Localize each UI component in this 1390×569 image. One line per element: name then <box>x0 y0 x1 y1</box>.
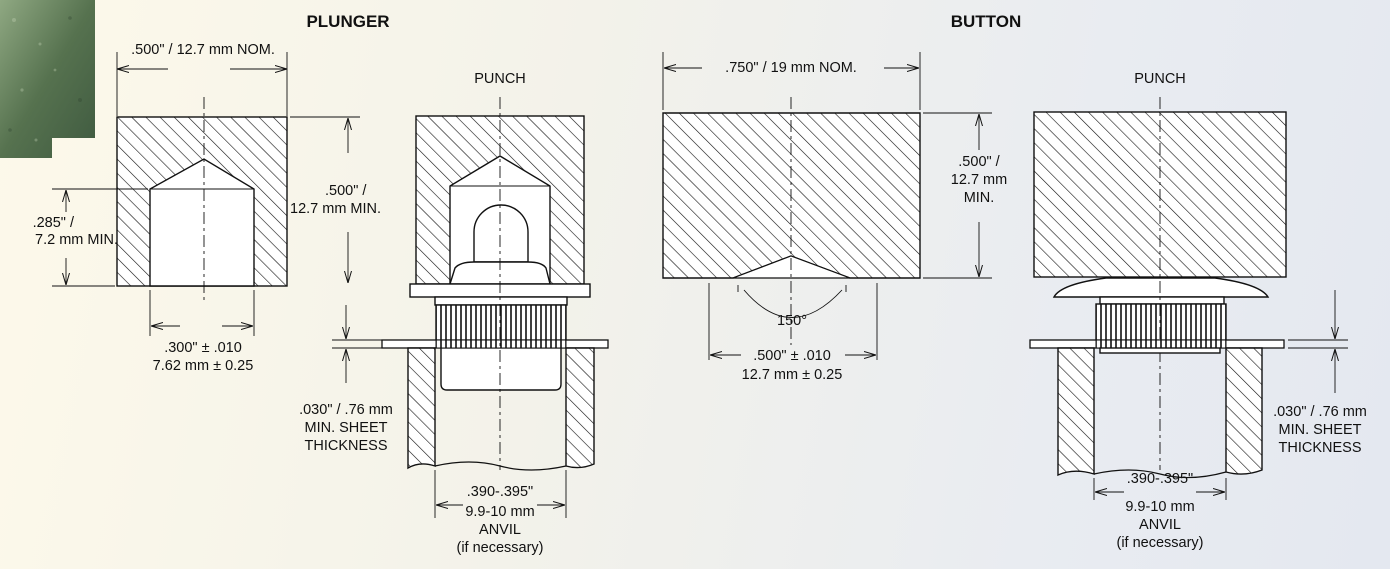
button-sheet-line3: THICKNESS <box>1279 440 1362 456</box>
texture-speckle <box>8 16 82 142</box>
button-block <box>662 112 921 279</box>
button-anvil-line3: ANVIL <box>1139 517 1181 533</box>
plunger-cavity-depth-line1: .285" / <box>33 215 75 231</box>
plunger-section: PLUNGER .500" / 12.7 mm NOM. .285" / 7.2… <box>33 12 609 556</box>
angle-arc <box>743 289 843 318</box>
button-height-min-line1: .500" / <box>958 154 1000 170</box>
button-title: BUTTON <box>951 12 1022 31</box>
plunger-height-min-line2: 12.7 mm MIN. <box>290 201 381 217</box>
button-punch-label: PUNCH <box>1134 71 1186 87</box>
texture-corner-image <box>0 0 95 158</box>
plunger-punch-label: PUNCH <box>474 71 526 87</box>
button-anvil-line1: .390-.395" <box>1127 471 1193 487</box>
plunger-block <box>116 116 288 287</box>
plunger-nom-width-label: .500" / 12.7 mm NOM. <box>131 42 275 58</box>
button-recess-width-line1: .500" ± .010 <box>753 348 831 364</box>
plunger-cavity-depth-line2: 7.2 mm MIN. <box>35 232 118 248</box>
button-anvil-line2: 9.9-10 mm <box>1125 499 1194 515</box>
plunger-sheet-line2: MIN. SHEET <box>305 420 388 436</box>
button-recess-width-line2: 12.7 mm ± 0.25 <box>742 367 843 383</box>
plunger-anvil <box>407 347 595 471</box>
button-height-min-line3: MIN. <box>964 190 995 206</box>
plunger-sheet-line1: .030" / .76 mm <box>299 402 393 418</box>
plunger-title: PLUNGER <box>306 12 389 31</box>
plunger-sheet-line3: THICKNESS <box>305 438 388 454</box>
plunger-anvil-line2: 9.9-10 mm <box>465 504 534 520</box>
button-angle-label: 150° <box>777 313 807 329</box>
plunger-anvil-line4: (if necessary) <box>456 540 543 556</box>
button-fastener <box>1052 277 1270 342</box>
button-sheet-line1: .030" / .76 mm <box>1273 404 1367 420</box>
plunger-height-min-line1: .500" / <box>325 183 367 199</box>
button-anvil <box>1057 347 1263 479</box>
plunger-cavity-width-line2: 7.62 mm ± 0.25 <box>153 358 254 374</box>
plunger-cavity-width-line1: .300" ± .010 <box>164 340 242 356</box>
button-section: BUTTON .750" / 19 mm NOM. 150° .500" ± .… <box>662 12 1367 551</box>
plunger-anvil-line1: .390-.395" <box>467 484 533 500</box>
button-anvil-line4: (if necessary) <box>1116 535 1203 551</box>
button-height-min-line2: 12.7 mm <box>951 172 1007 188</box>
button-nom-width-label: .750" / 19 mm NOM. <box>725 60 857 76</box>
plunger-anvil-line3: ANVIL <box>479 522 521 538</box>
button-sheet-line2: MIN. SHEET <box>1279 422 1362 438</box>
